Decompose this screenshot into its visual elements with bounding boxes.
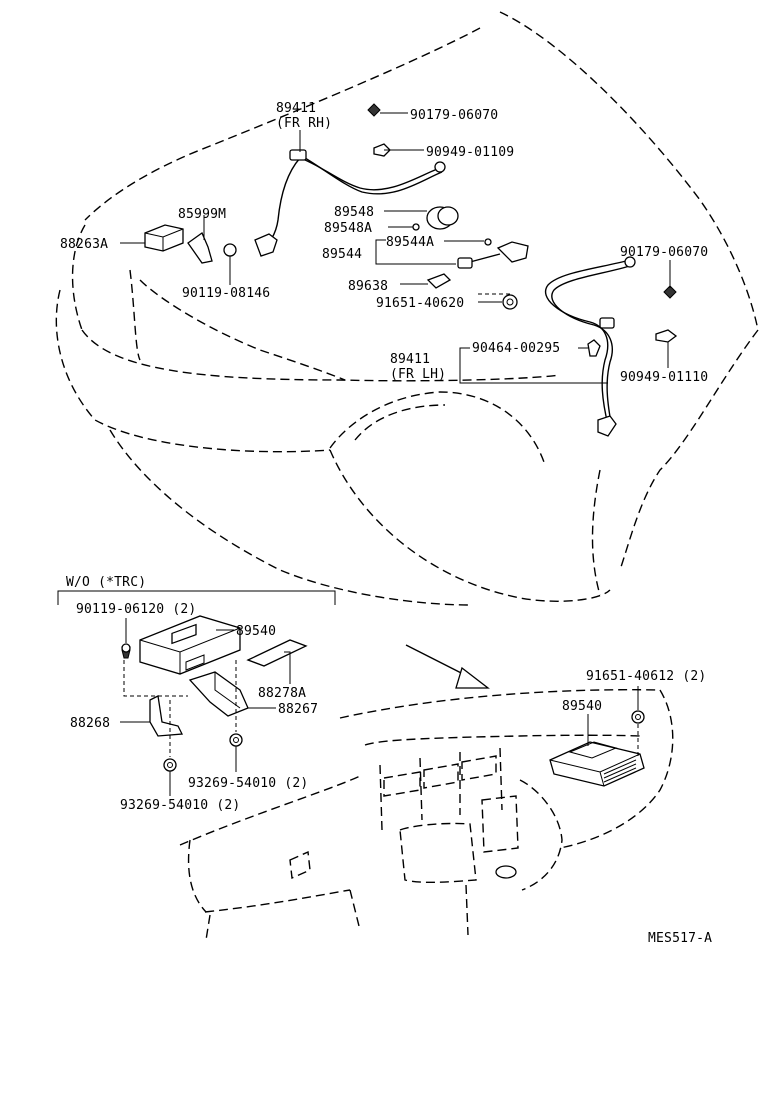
- part-89638: [426, 273, 452, 289]
- clip-90179-06070-right: [663, 285, 677, 299]
- label-88278a: 88278A: [258, 686, 306, 701]
- sensor-89411-lh: [545, 256, 636, 437]
- label-90949-01110: 90949-01110: [620, 370, 708, 385]
- label-90119-08146: 90119-08146: [182, 286, 270, 301]
- part-labels: 89411 (FR RH) 90179-06070 90949-01109 85…: [60, 101, 712, 946]
- label-90464-00295: 90464-00295: [472, 341, 560, 356]
- bolt-90119-08146: [223, 243, 237, 272]
- label-91651-40620: 91651-40620: [376, 296, 464, 311]
- bracket-88268: [149, 695, 184, 737]
- label-89638: 89638: [348, 279, 388, 294]
- label-89411-lh-sub: (FR LH): [390, 367, 446, 382]
- dash-leader-lines: [587, 686, 639, 756]
- nut-93269-54010-a: [229, 733, 243, 747]
- label-90179-06070-top: 90179-06070: [410, 108, 498, 123]
- label-88268: 88268: [70, 716, 110, 731]
- label-90179-06070-right: 90179-06070: [620, 245, 708, 260]
- label-89548a: 89548A: [324, 221, 372, 236]
- label-89548: 89548: [334, 205, 374, 220]
- label-88263a: 88263A: [60, 237, 108, 252]
- label-89544: 89544: [322, 247, 362, 262]
- sensor-89544: [457, 238, 529, 269]
- bracket-85999m: [187, 232, 213, 264]
- clamp-90949-01109: [373, 143, 391, 157]
- label-89540-left: 89540: [236, 624, 276, 639]
- nut-93269-54010-b: [163, 758, 177, 772]
- bolt-90119-06120: [121, 643, 131, 659]
- label-89411-rh: 89411: [276, 101, 316, 116]
- clip-90464-00295: [587, 339, 601, 357]
- dashboard-outline: [179, 689, 674, 941]
- label-wo-trc: W/O (*TRC): [66, 575, 146, 590]
- direction-arrow: [405, 644, 490, 689]
- grommet-89548: [426, 206, 459, 230]
- label-89540-right: 89540: [562, 699, 602, 714]
- label-93269-54010-a: 93269-54010 (2): [188, 776, 308, 791]
- label-91651-40612: 91651-40612 (2): [586, 669, 706, 684]
- label-90949-01109: 90949-01109: [426, 145, 514, 160]
- nut-91651-40612: [631, 710, 645, 724]
- label-85999m: 85999M: [178, 207, 226, 222]
- label-88267: 88267: [278, 702, 318, 717]
- part-89548a: [388, 223, 420, 231]
- label-90119-06120: 90119-06120 (2): [76, 602, 196, 617]
- clip-90179-06070-top: [367, 103, 381, 117]
- label-89411-lh: 89411: [390, 352, 430, 367]
- wo-trc-leader-lines: [120, 618, 291, 796]
- sensor-89411-rh: [254, 149, 446, 257]
- ecu-89540-left: [139, 615, 241, 675]
- clamp-90949-01110: [655, 329, 678, 343]
- label-89411-rh-sub: (FR RH): [276, 116, 332, 131]
- pad-88278a: [246, 639, 308, 667]
- ecu-89540-right: [549, 741, 645, 787]
- top-leader-lines: [120, 112, 671, 384]
- bolt-91651-40620: [502, 294, 518, 310]
- label-93269-54010-b: 93269-54010 (2): [120, 798, 240, 813]
- diagram-code: MES517-A: [648, 931, 712, 946]
- label-89544a: 89544A: [386, 235, 434, 250]
- sensor-88263a: [144, 224, 184, 252]
- wo-trc-bracket-frame: [57, 590, 336, 605]
- car-front-outline: [55, 11, 759, 606]
- bracket-88267: [188, 671, 249, 717]
